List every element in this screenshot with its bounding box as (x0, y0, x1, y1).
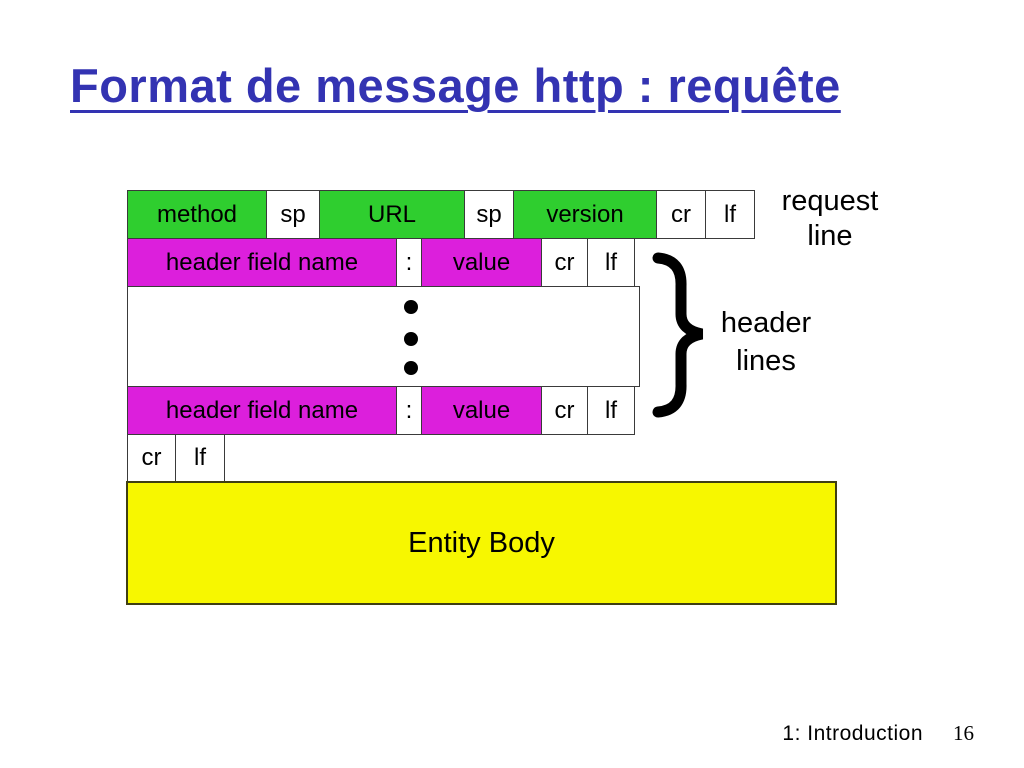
box-lf-4: lf (175, 434, 225, 482)
footer: 1: Introduction 16 (782, 721, 974, 746)
entity-body-label: Entity Body (408, 526, 555, 559)
footer-page-number: 16 (953, 721, 974, 745)
box-cr-2: cr (541, 238, 588, 287)
box-sp-2: sp (464, 190, 514, 239)
box-lf-1: lf (705, 190, 755, 239)
final-crlf-row: cr lf (127, 434, 225, 482)
ellipsis-dot (404, 361, 418, 375)
box-header-field-name-1: header field name (127, 238, 397, 287)
box-cr-1: cr (656, 190, 706, 239)
box-version: version (513, 190, 657, 239)
ellipsis-dot (404, 332, 418, 346)
box-sp-1: sp (266, 190, 320, 239)
request-line-row: method sp URL sp version cr lf (127, 190, 755, 239)
header-line-row-top: header field name : value cr lf (127, 238, 635, 287)
box-cr-4: cr (127, 434, 176, 482)
request-line-label-line1: request (781, 185, 879, 217)
request-line-label: request line (770, 184, 890, 254)
box-value-2: value (421, 386, 542, 435)
footer-section: 1: Introduction (782, 722, 923, 745)
entity-body-box: Entity Body (126, 481, 837, 605)
box-colon-2: : (396, 386, 422, 435)
request-line-label-line2: line (807, 220, 853, 252)
ellipsis-dot (404, 300, 418, 314)
box-method: method (127, 190, 267, 239)
header-lines-label-line2: lines (736, 345, 796, 377)
box-header-field-name-2: header field name (127, 386, 397, 435)
more-header-lines-box (127, 286, 640, 387)
box-url: URL (319, 190, 465, 239)
box-lf-3: lf (587, 386, 635, 435)
box-cr-3: cr (541, 386, 588, 435)
header-line-row-bottom: header field name : value cr lf (127, 386, 635, 435)
header-lines-label: header lines (712, 304, 820, 380)
curly-brace-icon (652, 252, 704, 418)
box-lf-2: lf (587, 238, 635, 287)
slide-title: Format de message http : requête (70, 59, 841, 112)
header-lines-label-line1: header (720, 307, 812, 339)
box-value-1: value (421, 238, 542, 287)
box-colon-1: : (396, 238, 422, 287)
